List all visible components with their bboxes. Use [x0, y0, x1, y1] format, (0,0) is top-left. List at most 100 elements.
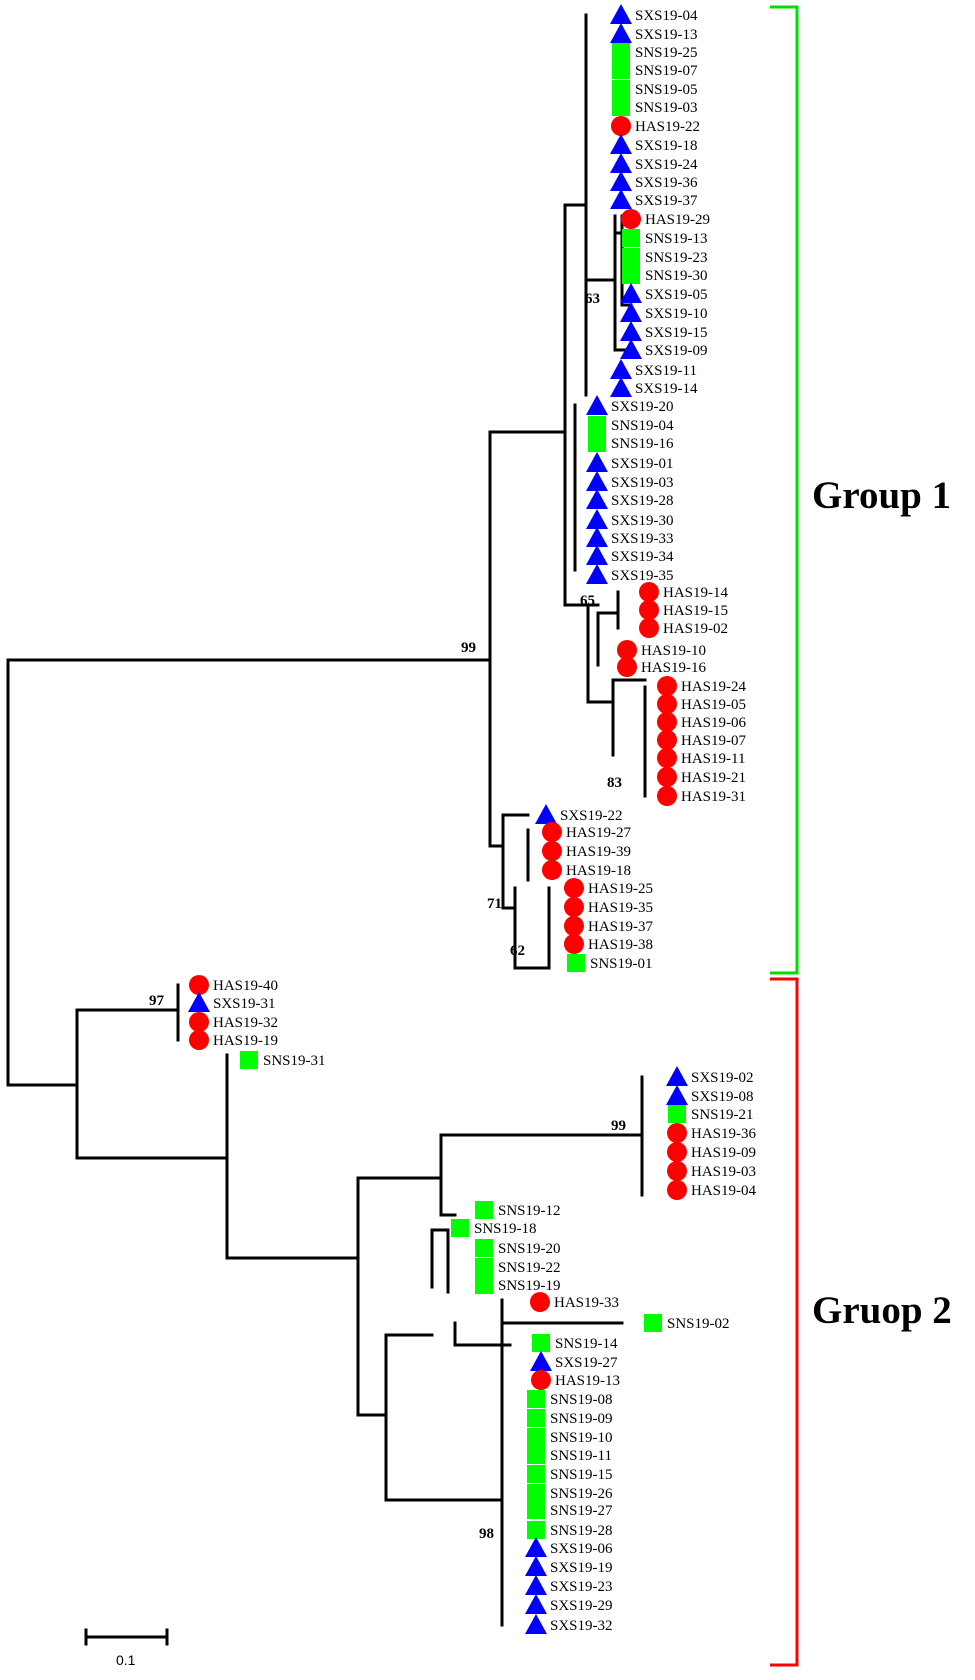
circle-icon [657, 730, 677, 750]
taxon-label: SNS19-20 [498, 1241, 561, 1257]
taxon-label: SXS19-13 [635, 27, 698, 43]
triangle-icon [525, 1556, 547, 1576]
bootstrap-value: 98 [479, 1526, 494, 1542]
circle-icon [639, 618, 659, 638]
square-icon [527, 1409, 545, 1427]
taxon-label: SNS19-02 [667, 1316, 730, 1332]
taxon-markers [188, 4, 688, 1634]
branch [430, 1228, 450, 1289]
triangle-icon [586, 527, 608, 547]
taxon-label: HAS19-07 [681, 733, 747, 749]
taxon-label: SNS19-19 [498, 1278, 561, 1294]
bootstrap-value: 99 [611, 1118, 626, 1134]
circle-icon [530, 1292, 550, 1312]
taxon-label: HAS19-02 [663, 621, 728, 637]
triangle-icon [610, 4, 632, 24]
branch [501, 813, 530, 910]
square-icon [532, 1334, 550, 1352]
triangle-icon [525, 1537, 547, 1557]
triangle-icon [586, 395, 608, 415]
circle-icon [667, 1180, 687, 1200]
circle-icon [621, 209, 641, 229]
taxon-label: SNS19-11 [550, 1448, 612, 1464]
group-1-label: Group 1 [812, 474, 951, 517]
taxon-label: HAS19-21 [681, 770, 746, 786]
branch [6, 658, 492, 1087]
square-icon [612, 80, 630, 98]
triangle-icon [620, 321, 642, 341]
taxon-label: SNS19-27 [550, 1503, 613, 1519]
circle-icon [189, 975, 209, 995]
taxon-label: SNS19-03 [635, 100, 698, 116]
taxon-label: HAS19-10 [641, 643, 706, 659]
taxon-label: SNS19-18 [474, 1221, 537, 1237]
taxon-label: SNS19-08 [550, 1392, 613, 1408]
branch [596, 611, 620, 667]
taxon-label: HAS19-33 [554, 1295, 619, 1311]
bootstrap-value: 62 [510, 943, 525, 959]
taxon-label: HAS19-19 [213, 1033, 278, 1049]
taxon-label: SNS19-13 [645, 231, 708, 247]
bootstrap-value: 83 [607, 775, 622, 791]
taxon-label: SNS19-28 [550, 1523, 613, 1539]
square-icon [527, 1501, 545, 1519]
taxon-label: SXS19-24 [635, 157, 698, 173]
branch [596, 590, 647, 757]
taxon-label: HAS19-25 [588, 881, 653, 897]
taxon-label: SNS19-09 [550, 1411, 613, 1427]
taxon-label: SXS19-05 [645, 287, 708, 303]
taxon-label: HAS19-05 [681, 697, 746, 713]
taxon-label: SNS19-21 [691, 1107, 754, 1123]
taxon-label: HAS19-35 [588, 900, 653, 916]
taxon-label: HAS19-40 [213, 978, 278, 994]
taxon-label: SXS19-18 [635, 138, 698, 154]
triangle-icon [666, 1066, 688, 1086]
square-icon [567, 954, 585, 972]
branch [176, 983, 360, 1260]
triangle-icon [535, 804, 557, 824]
taxon-label: HAS19-18 [566, 863, 631, 879]
circle-icon [657, 712, 677, 732]
triangle-icon [610, 377, 632, 397]
triangle-icon [586, 545, 608, 565]
taxon-label: HAS19-16 [641, 660, 707, 676]
triangle-icon [610, 171, 632, 191]
taxon-label: SNS19-30 [645, 268, 708, 284]
triangle-icon [586, 471, 608, 491]
bootstrap-value: 71 [487, 896, 502, 912]
taxon-label: HAS19-14 [663, 585, 729, 601]
square-icon [588, 434, 606, 452]
taxon-label: SXS19-27 [555, 1355, 618, 1371]
taxon-label: SXS19-31 [213, 996, 276, 1012]
triangle-icon [525, 1614, 547, 1634]
triangle-icon [188, 992, 210, 1012]
triangle-icon [610, 359, 632, 379]
taxon-labels: SXS19-04SXS19-13SNS19-25SNS19-07SNS19-05… [213, 8, 757, 1634]
taxon-label: SXS19-36 [635, 175, 698, 191]
square-icon [527, 1465, 545, 1483]
taxon-label: SXS19-04 [635, 8, 698, 24]
taxon-label: SXS19-06 [550, 1541, 613, 1557]
taxon-label: HAS19-11 [681, 751, 745, 767]
circle-icon [564, 934, 584, 954]
branch [584, 13, 617, 397]
group-2-bracket [770, 977, 799, 1667]
square-icon [527, 1428, 545, 1446]
group-brackets: Group 1 Gruop 2 [770, 5, 952, 1667]
taxon-label: SXS19-20 [611, 399, 674, 415]
taxon-label: SXS19-03 [611, 475, 674, 491]
square-icon [612, 43, 630, 61]
scale-bar-line [84, 1628, 169, 1646]
circle-icon [667, 1123, 687, 1143]
taxon-label: SNS19-16 [611, 436, 674, 452]
taxon-label: HAS19-15 [663, 603, 728, 619]
circle-icon [657, 694, 677, 714]
circle-icon [542, 860, 562, 880]
bootstrap-value: 65 [580, 593, 595, 609]
scale-bar-label: 0.1 [116, 1652, 136, 1668]
circle-icon [564, 916, 584, 936]
triangle-icon [610, 134, 632, 154]
triangle-icon [586, 452, 608, 472]
taxon-label: SNS19-12 [498, 1203, 561, 1219]
triangle-icon [530, 1351, 552, 1371]
